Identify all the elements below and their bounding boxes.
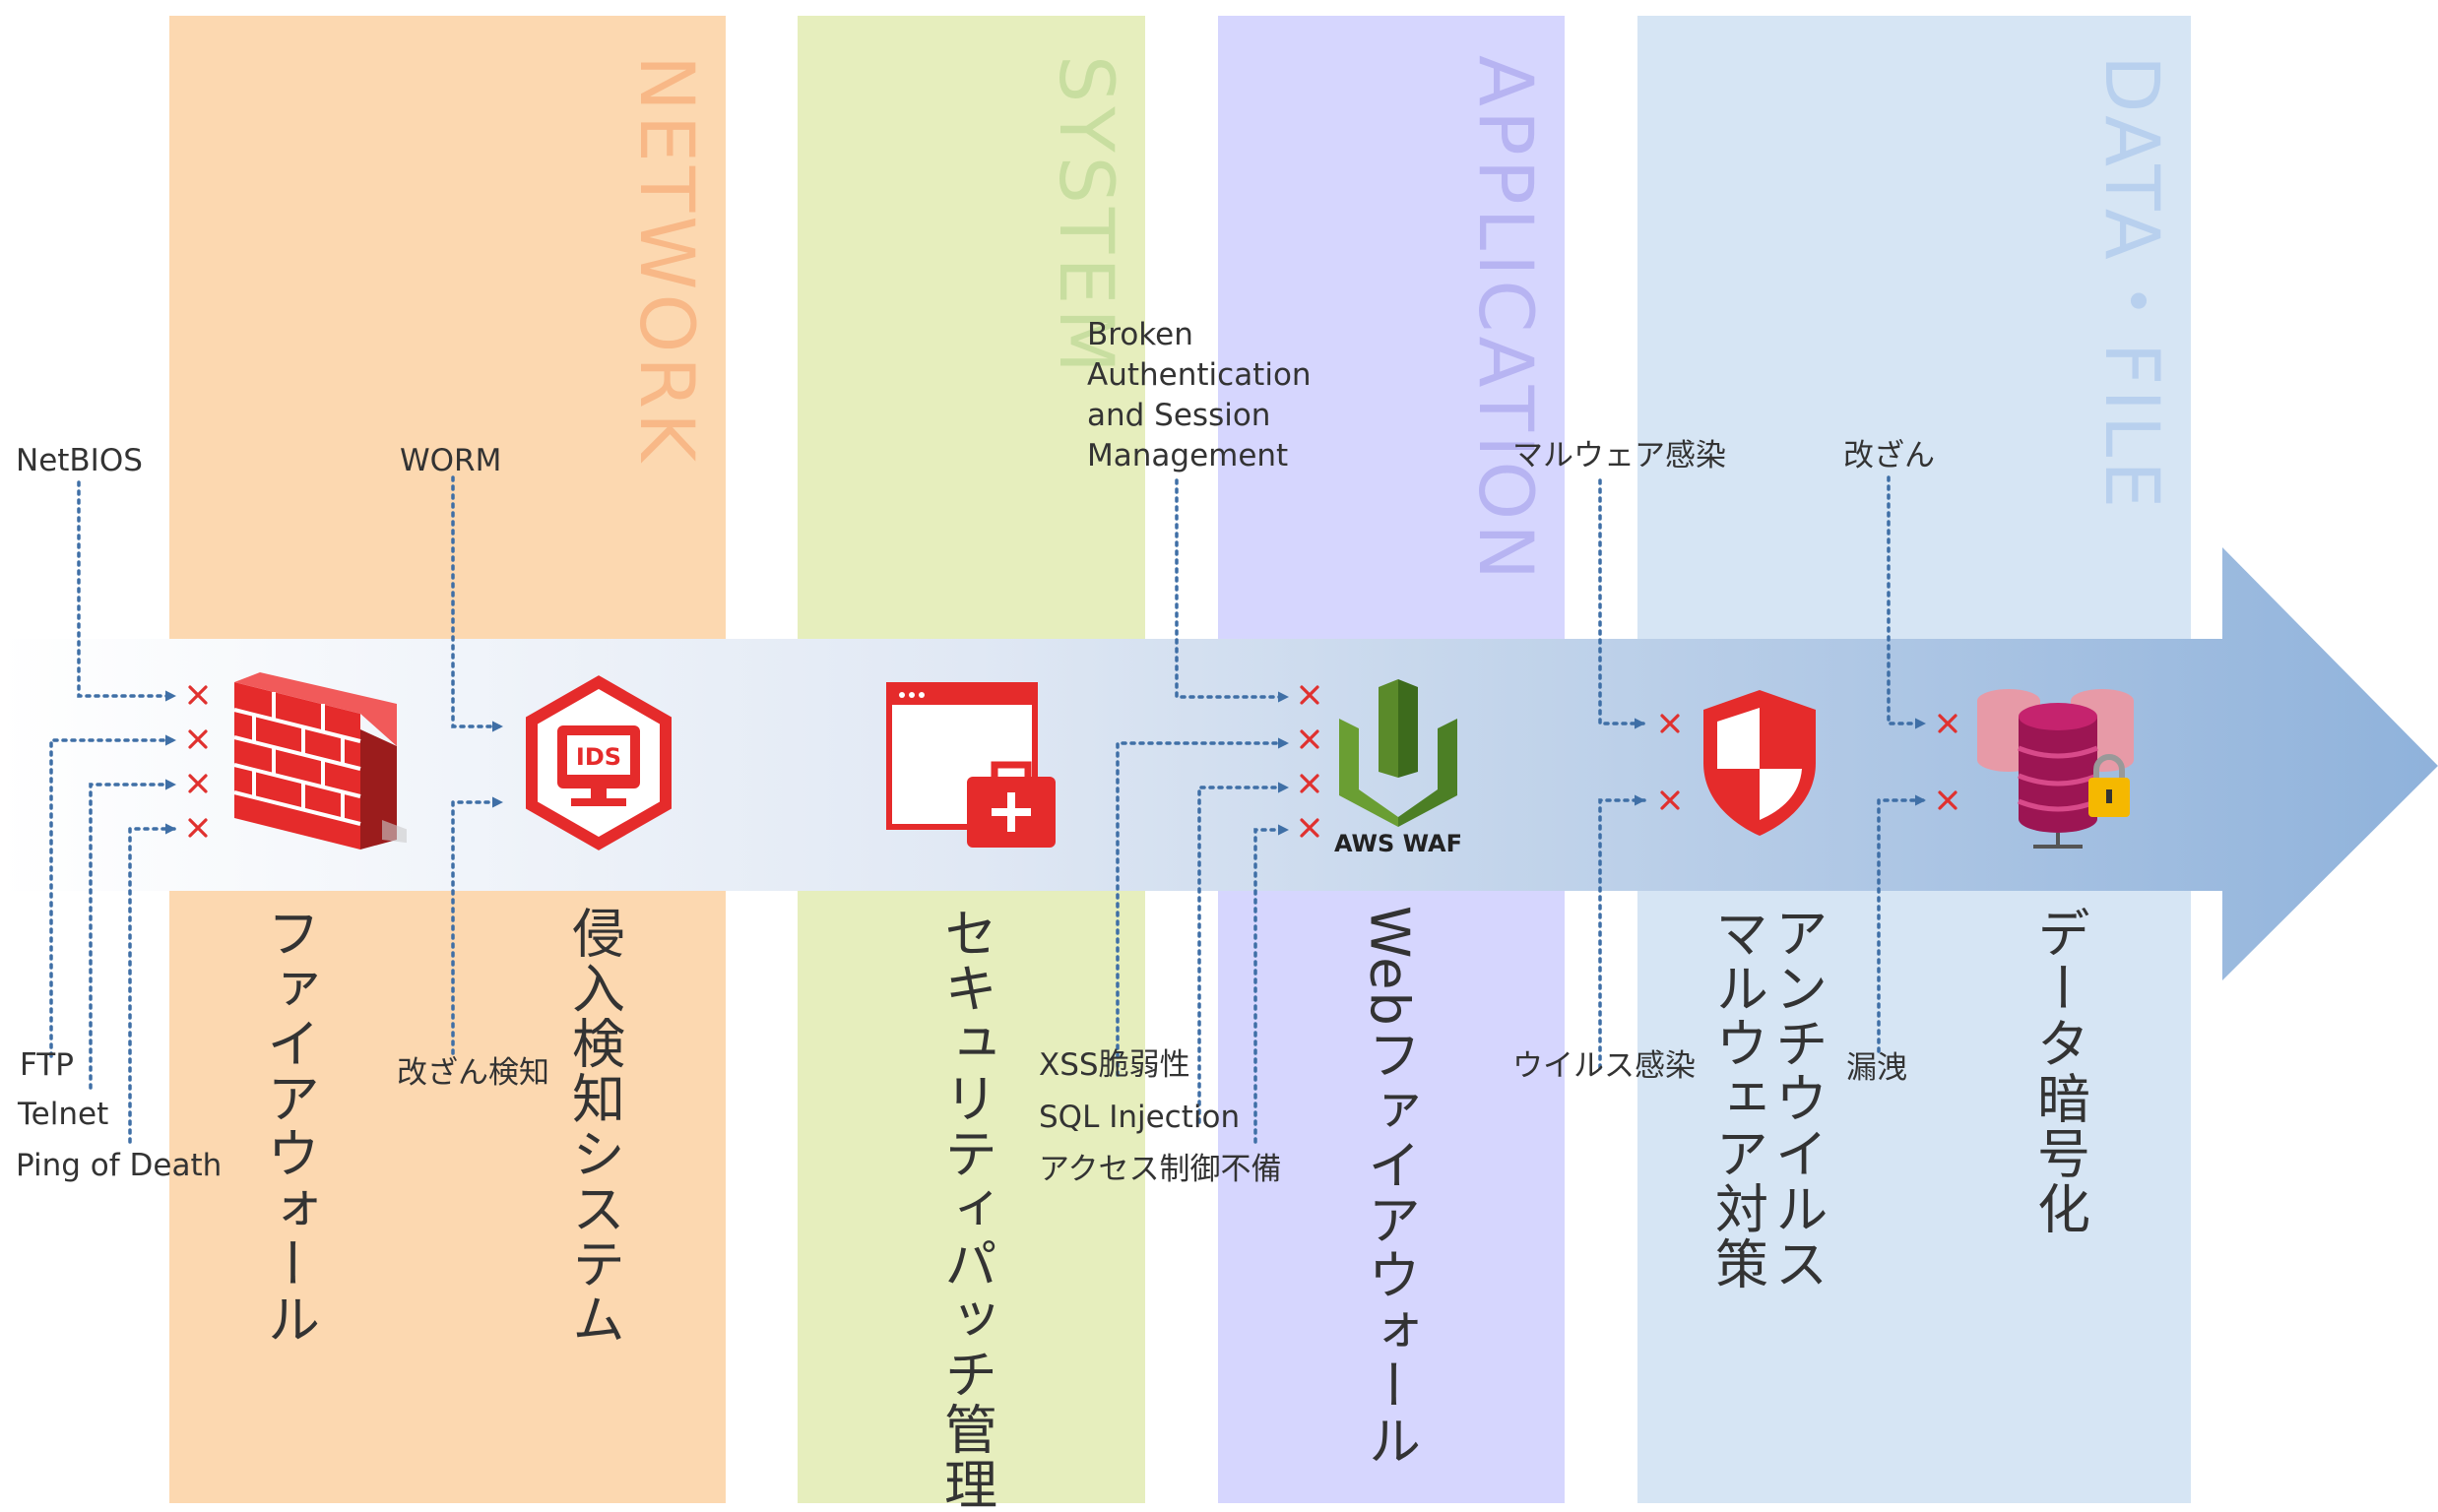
threat-broken-authentication: Broken Authentication and Session Manage… xyxy=(1087,317,1312,473)
layer-label-system: SYSTEM xyxy=(1043,55,1130,377)
blocked-mark xyxy=(188,818,208,838)
solution-antivirus: アンチウイルス マルウェア対策 xyxy=(1705,906,1828,1292)
connector-worm xyxy=(451,475,504,732)
waf-icon-text: AWS WAF xyxy=(1334,830,1462,856)
blocked-mark xyxy=(188,729,208,749)
threat-netbios: NetBIOS xyxy=(16,443,143,478)
aws-waf-icon: AWS WAF xyxy=(1319,679,1477,857)
threat-telnet: Telnet xyxy=(18,1097,109,1132)
ids-icon-text: IDS xyxy=(576,743,621,771)
layer-label-application: APPLICATION xyxy=(1462,55,1550,585)
connector-netbios xyxy=(77,480,177,702)
blocked-mark xyxy=(1300,729,1319,749)
blocked-mark xyxy=(1660,790,1680,810)
connector-malware xyxy=(1598,478,1646,729)
connector-ftp xyxy=(49,734,177,1058)
brick-wall-icon xyxy=(225,672,421,854)
solution-patch-management: セキュリティパッチ管理 xyxy=(934,906,997,1512)
threat-virus-infection: ウイルス感染 xyxy=(1512,1048,1696,1084)
blocked-mark xyxy=(188,774,208,793)
connector-leakage xyxy=(1877,794,1927,1053)
blocked-mark xyxy=(1300,818,1319,838)
solution-encryption: データ暗号化 xyxy=(2027,906,2090,1236)
layer-label-data-file: DATA・FILE xyxy=(2088,55,2176,513)
blocked-mark xyxy=(1660,714,1680,733)
solution-waf: Webファイアウォール xyxy=(1358,906,1421,1469)
connector-sqli xyxy=(1197,782,1290,1124)
threat-worm: WORM xyxy=(400,443,502,478)
layer-label-network: NETWORK xyxy=(623,55,711,466)
threat-leakage: 漏洩 xyxy=(1846,1050,1907,1086)
database-lock-icon xyxy=(1974,679,2142,851)
connector-telnet xyxy=(89,779,177,1090)
blocked-mark xyxy=(1938,790,1957,810)
threat-ftp: FTP xyxy=(20,1047,74,1083)
threat-access-control: アクセス制御不備 xyxy=(1039,1152,1282,1187)
shield-icon xyxy=(1696,684,1824,842)
connector-broken-auth xyxy=(1175,478,1290,703)
threat-ping-of-death: Ping of Death xyxy=(16,1148,223,1183)
blocked-mark xyxy=(1300,685,1319,705)
connector-tamper-detect xyxy=(451,796,504,1055)
threat-tampering: 改ざん xyxy=(1843,438,1935,473)
connector-tampering xyxy=(1887,475,1927,729)
threat-sql-injection: SQL Injection xyxy=(1039,1100,1241,1135)
solution-ids: 侵入検知システム xyxy=(562,906,625,1347)
ids-hexagon-icon: IDS xyxy=(520,674,677,851)
threat-xss: XSS脆弱性 xyxy=(1039,1047,1190,1083)
blocked-mark xyxy=(188,685,208,705)
threat-tampering-detection: 改ざん検知 xyxy=(397,1055,549,1091)
connector-ping xyxy=(128,823,177,1144)
blocked-mark xyxy=(1938,714,1957,733)
connector-virus xyxy=(1598,794,1646,1070)
blocked-mark xyxy=(1300,774,1319,793)
window-first-aid-icon xyxy=(886,682,1063,854)
connector-xss xyxy=(1116,737,1290,1077)
solution-firewall: ファイアウォール xyxy=(257,906,320,1347)
threat-malware-infection: マルウェア感染 xyxy=(1512,438,1726,473)
connector-access-control xyxy=(1253,824,1290,1144)
